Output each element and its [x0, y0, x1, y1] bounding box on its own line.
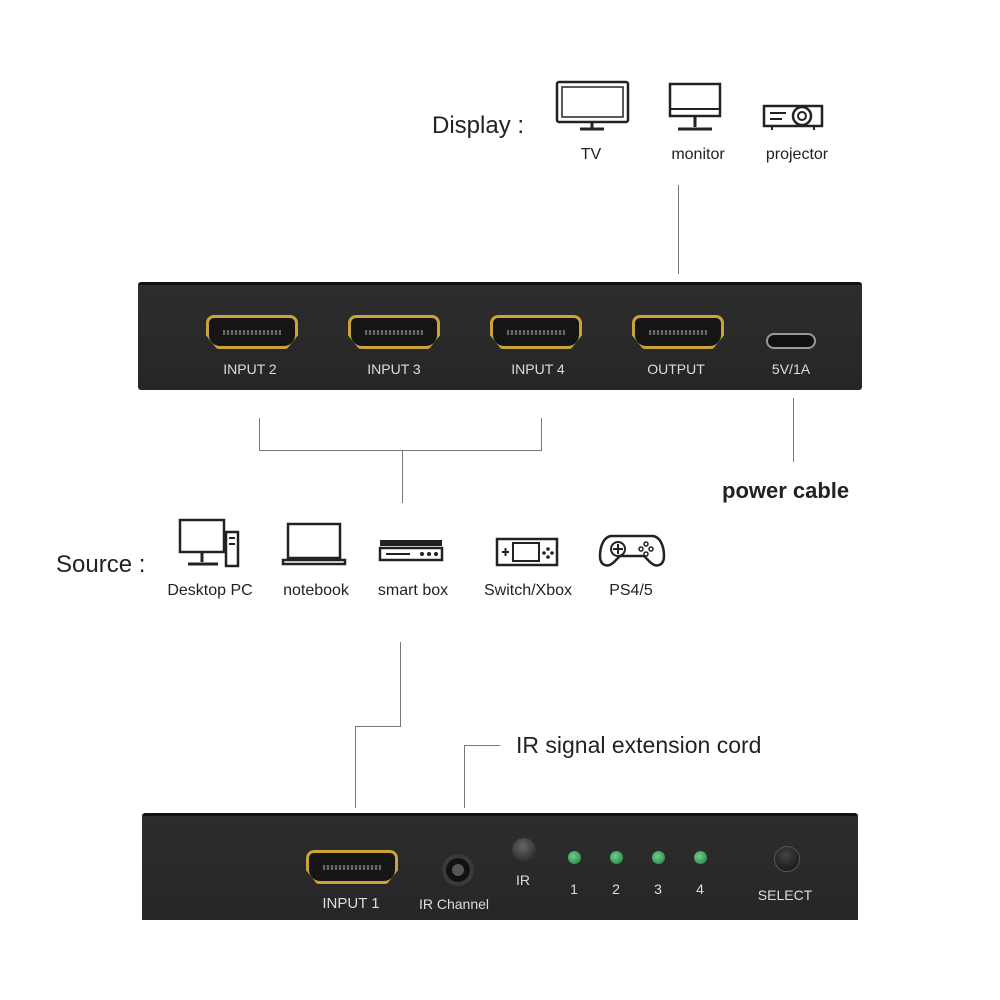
display-label-projector: projector [765, 146, 829, 163]
input1-connector-line [400, 642, 401, 727]
hdmi-port-input-2[interactable] [206, 315, 298, 349]
led-4 [694, 851, 707, 864]
source-label-desktop-pc: Desktop PC [167, 582, 253, 599]
led-label: 1 [570, 881, 578, 897]
source-label-switch-xbox: Switch/Xbox [483, 582, 573, 599]
desktop-pc-icon [178, 518, 240, 568]
display-label-monitor: monitor [671, 146, 725, 163]
smart-box-icon [378, 540, 444, 562]
notebook-icon [281, 522, 347, 566]
ir-connector-line [464, 745, 500, 746]
source-heading: Source : [56, 551, 146, 578]
display-label-tv: TV [580, 146, 602, 163]
led-3 [652, 851, 665, 864]
gamepad-icon [598, 534, 666, 567]
connector-line [541, 418, 542, 451]
connector-line [402, 450, 403, 503]
led-label: 3 [654, 881, 662, 897]
led-label: 2 [612, 881, 620, 897]
game-console-icon [495, 537, 559, 567]
projector-icon [762, 104, 824, 130]
display-heading: Display : [432, 112, 525, 139]
hdmi-port-output[interactable] [632, 315, 724, 349]
tv-icon [555, 80, 630, 131]
port-label: INPUT 4 [511, 361, 565, 377]
ir-label: IR [516, 872, 530, 888]
port-label: OUTPUT [647, 361, 705, 377]
connector-line [259, 450, 542, 451]
ir-cord-label: IR signal extension cord [516, 732, 762, 758]
ir-sensor [512, 838, 536, 862]
switch-front-panel: INPUT 1 IR Channel IR 1 2 3 4 SELECT [142, 813, 858, 920]
ir-channel-label: IR Channel [418, 896, 490, 912]
hdmi-port-input-4[interactable] [490, 315, 582, 349]
port-label: INPUT 2 [223, 361, 277, 377]
hdmi-port-input-3[interactable] [348, 315, 440, 349]
source-label-ps4-5: PS4/5 [609, 582, 653, 599]
source-label-smart-box: smart box [377, 582, 449, 599]
led-2 [610, 851, 623, 864]
select-label: SELECT [757, 887, 813, 903]
ir-connector-line [464, 745, 465, 808]
select-button[interactable] [774, 846, 800, 872]
input1-connector-line [355, 726, 401, 727]
power-port-label: 5V/1A [771, 361, 811, 377]
port-label: INPUT 1 [322, 895, 380, 912]
hdmi-port-input-1[interactable] [306, 850, 398, 884]
input1-connector-line [355, 726, 356, 808]
monitor-icon [668, 82, 722, 131]
ir-channel-jack[interactable] [442, 854, 474, 886]
source-label-notebook: notebook [283, 582, 349, 599]
connector-line [259, 418, 260, 451]
power-cable-label: power cable [722, 478, 850, 503]
switch-rear-panel: INPUT 2 INPUT 3 INPUT 4 OUTPUT 5V/1A [138, 282, 862, 390]
power-connector-line [793, 398, 794, 462]
port-label: INPUT 3 [367, 361, 421, 377]
usb-c-power-port[interactable] [766, 333, 816, 349]
output-connector-line [678, 185, 679, 274]
led-1 [568, 851, 581, 864]
led-label: 4 [696, 881, 704, 897]
